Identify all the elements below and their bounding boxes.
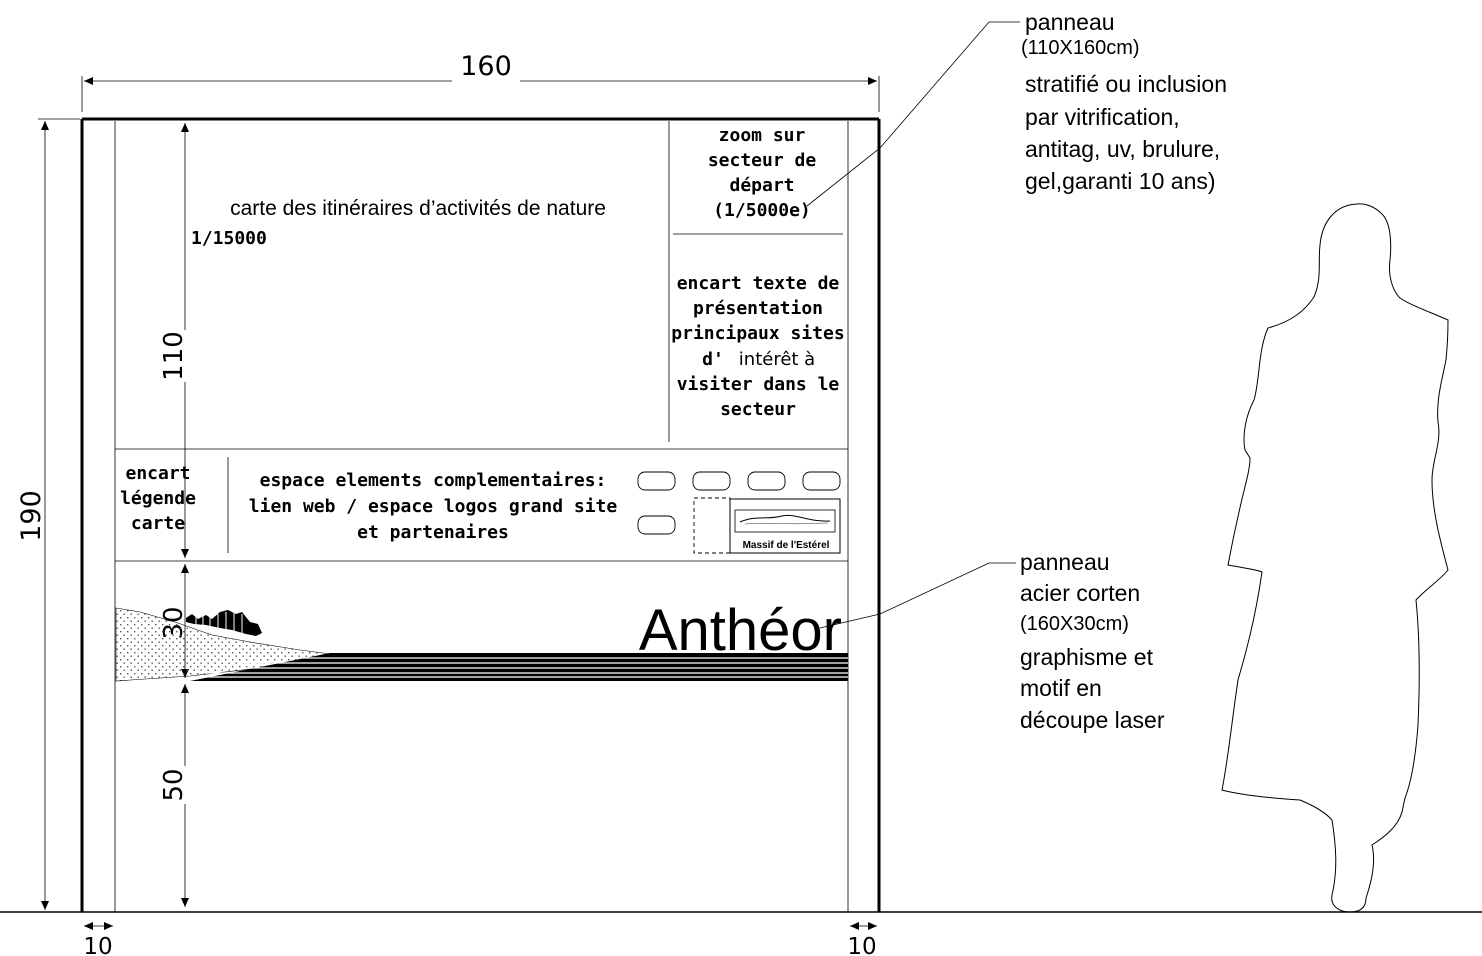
drawing-text: motif en: [1020, 675, 1102, 701]
drawing-text: panneau: [1020, 549, 1110, 575]
drawing-text: (1/5000e): [713, 200, 811, 221]
massif-estorel-logo: Massif de l'Estérel: [729, 498, 841, 554]
drawing-text: lien web / espace logos grand site: [249, 496, 618, 517]
sign-frame: [80, 117, 881, 912]
drawing-text: d': [702, 349, 724, 370]
drawing-text: (160X30cm): [1020, 613, 1129, 635]
map-scale: 1/15000: [191, 228, 267, 249]
drawing-text: visiter dans le: [677, 374, 840, 395]
logo-caption: Massif de l'Estérel: [743, 540, 830, 551]
dimension-width: 160: [81, 51, 880, 112]
drawing-text: présentation: [693, 298, 823, 319]
drawing-text: acier corten: [1020, 580, 1140, 606]
dimension-height-label: 190: [16, 490, 47, 542]
drawing-text: principaux sites: [671, 323, 844, 344]
drawing-text: zoom sur: [719, 125, 806, 146]
drawing-text: carte: [131, 513, 185, 534]
drawing-text: antitag, uv, brulure,: [1025, 136, 1220, 162]
drawing-text: départ: [729, 175, 794, 196]
zoom-inset-text: zoom sur secteur de départ (1/5000e): [708, 125, 817, 221]
human-scale-silhouette: [1221, 203, 1449, 913]
dimension-map-label: 110: [159, 331, 189, 381]
drawing-text: secteur de: [708, 150, 817, 171]
drawing-text: légende: [120, 488, 196, 509]
place-name: Anthéor: [639, 598, 842, 663]
drawing-text: encart: [125, 463, 190, 484]
corten-panel-graphic: Anthéor: [115, 598, 848, 682]
drawing-text: encart texte de: [677, 273, 840, 294]
legend-inset: encart légende carte: [120, 463, 196, 534]
drawing-text: intérêt à: [739, 349, 815, 370]
drawing-text: stratifié ou inclusion: [1025, 71, 1227, 97]
dimension-right-post-label: 10: [847, 934, 876, 956]
dimension-left-post-label: 10: [83, 934, 112, 956]
drawing-text: et partenaires: [357, 522, 509, 543]
dimension-posts: 10 10: [83, 922, 877, 956]
drawing-text: gel,garanti 10 ans): [1025, 168, 1216, 194]
drawing-text: panneau: [1025, 9, 1115, 35]
drawing-text: par vitrification,: [1025, 104, 1180, 130]
intro-text-inset: encart texte de présentation principaux …: [671, 273, 844, 420]
dimension-base-label: 50: [159, 768, 189, 801]
callout-lower-panel: panneau acier corten (160X30cm) graphism…: [1020, 549, 1165, 733]
dimension-height: 190: [16, 118, 80, 913]
callout-upper-panel: panneau (110X160cm) stratifié ou inclusi…: [1021, 9, 1227, 194]
drawing-text: (110X160cm): [1021, 37, 1140, 59]
dimension-width-label: 160: [460, 51, 512, 82]
map-title: carte des itinéraires d’activités de nat…: [230, 197, 606, 220]
drawing-text: espace elements complementaires:: [260, 470, 607, 491]
drawing-text: découpe laser: [1020, 707, 1165, 733]
complementary-elements-text: espace elements complementaires: lien we…: [249, 470, 618, 543]
drawing-text: graphisme et: [1020, 644, 1154, 670]
callout-leaders: [806, 21, 1020, 629]
drawing-text: secteur: [720, 399, 796, 420]
